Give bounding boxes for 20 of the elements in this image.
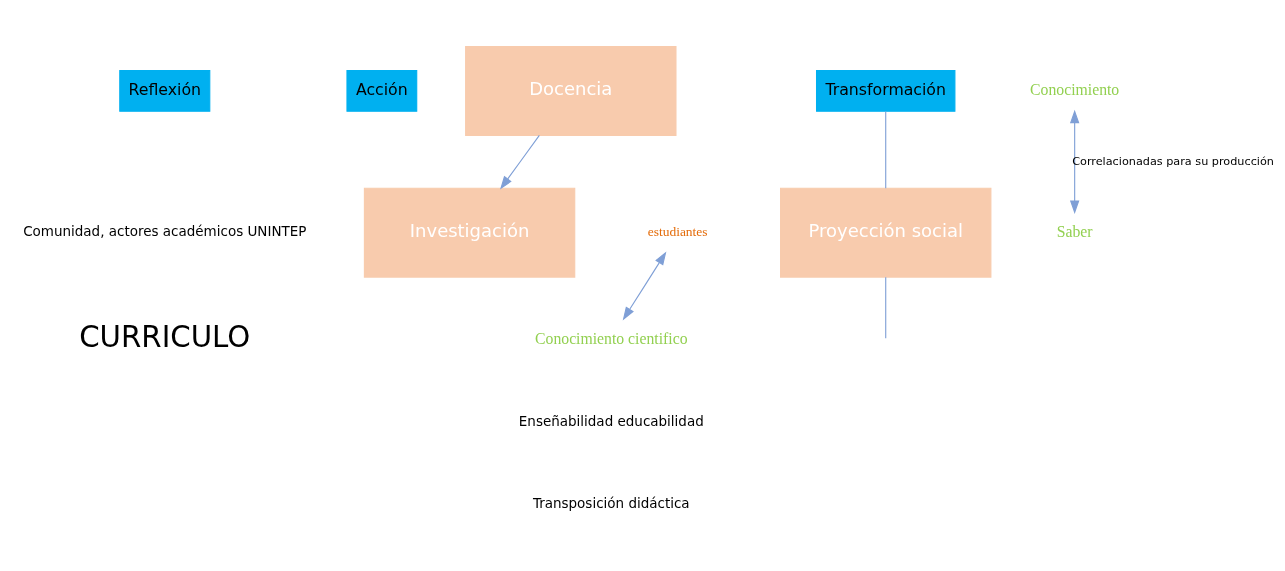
node-box: Investigación [363, 187, 576, 278]
node-text: Conocimiento cientifico [535, 329, 688, 347]
node-box: Acción [346, 70, 418, 112]
arrow [1069, 109, 1080, 214]
label: CURRICULO [79, 319, 251, 354]
node-box: Docencia [465, 45, 677, 136]
connector [885, 276, 887, 339]
node-box: Transformación [816, 70, 956, 112]
label: Transposición didáctica [532, 494, 690, 511]
node-text: Saber [1056, 222, 1093, 240]
node-box: Reflexión [119, 70, 211, 112]
connector [885, 110, 887, 189]
label: Comunidad, actores académicos UNINTEP [23, 223, 307, 240]
edge-label: Correlacionadas para su producción [1072, 154, 1274, 168]
node-box: Proyección social [780, 187, 992, 278]
label: Enseñabilidad educabilidad [518, 412, 704, 429]
node-text: estudiantes [647, 224, 708, 240]
arrow [622, 251, 667, 321]
node-text: Conocimiento [1030, 81, 1120, 99]
arrow [500, 134, 540, 190]
